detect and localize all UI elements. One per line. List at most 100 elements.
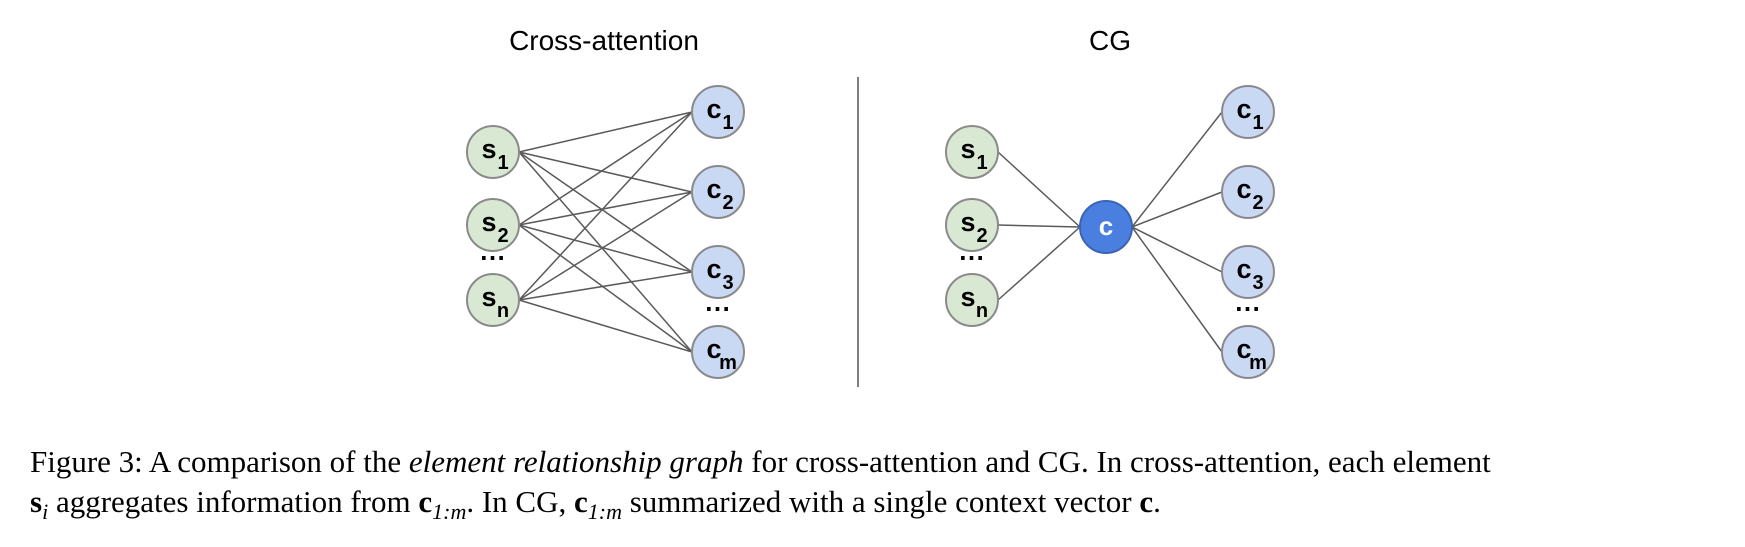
central-context-node-circle: [1079, 200, 1133, 254]
right-source-node-2-label: s: [960, 207, 975, 237]
caption-line-1: Figure 3: A comparison of the element re…: [30, 442, 1730, 482]
left-source-node-2-circle: [466, 198, 520, 252]
caption-math-sub: 1:m: [432, 499, 467, 525]
right-context-node-3-label: c: [1236, 254, 1251, 284]
left-source-node-n-label: s: [481, 282, 496, 312]
edge-s2-center: [997, 224, 1081, 228]
caption-text: . In CG,: [466, 484, 574, 519]
right-context-node-m-label: c: [1236, 334, 1251, 364]
caption-italic-term: element relationship graph: [408, 444, 744, 479]
central-context-node-label: c: [1099, 211, 1113, 241]
edge-s1-c2: [518, 151, 693, 193]
left-context-node-2-label: c: [706, 174, 721, 204]
left-source-node-n-circle: [466, 273, 520, 327]
right-source-node-n-subscript: n: [976, 300, 988, 322]
right-context-node-2-circle: [1221, 165, 1275, 219]
caption-line-2: si aggregates information from c1:m. In …: [30, 482, 1730, 525]
right-context-node-3-circle: [1221, 245, 1275, 299]
left-context-node-2-circle: [691, 165, 745, 219]
central-context-node: c: [1079, 200, 1133, 254]
caption-math-sub: i: [42, 499, 49, 525]
left-source-ellipsis: ⋯: [480, 242, 507, 272]
edge-s1-c1: [518, 111, 693, 153]
edge-s3-center: [997, 226, 1081, 301]
right-source-node-1-subscript: 1: [976, 152, 987, 174]
edge-s3-c4: [518, 299, 693, 353]
left-context-ellipsis: ⋯: [705, 293, 732, 323]
caption-math-c: c: [1139, 484, 1154, 519]
right-context-node-2-label: c: [1236, 174, 1251, 204]
left-context-node-3-circle: [691, 245, 745, 299]
left-context-node-2-subscript: 2: [722, 192, 733, 214]
edge-center-c1: [1131, 111, 1223, 228]
left-context-node-1-circle: [691, 85, 745, 139]
edge-s2-c2: [518, 191, 693, 226]
edge-s2-c4: [518, 224, 693, 353]
right-source-node-1-circle: [945, 125, 999, 179]
figure-caption: Figure 3: A comparison of the element re…: [30, 442, 1730, 525]
caption-math-s: s: [30, 484, 43, 519]
left-context-node-3-label: c: [706, 254, 721, 284]
right-context-node-3-subscript: 3: [1252, 272, 1263, 294]
cg-title: CG: [1089, 25, 1131, 56]
right-source-node-n-label: s: [960, 282, 975, 312]
right-context-node-m-subscript: m: [1249, 352, 1267, 374]
edge-s2-c1: [518, 111, 693, 226]
edge-s1-center: [997, 151, 1081, 228]
edge-s1-c3: [518, 151, 693, 273]
cross-attention-edges: [518, 111, 693, 353]
edge-s3-c2: [518, 191, 693, 301]
left-context-node-m-subscript: m: [719, 352, 737, 374]
right-context-node-m-circle: [1221, 325, 1275, 379]
edge-center-c4: [1131, 226, 1223, 353]
caption-math-sub: 1:m: [587, 499, 622, 525]
caption-text: .: [1153, 484, 1161, 519]
caption-math-c: c: [418, 484, 433, 519]
left-context-node-m: cm: [691, 325, 745, 379]
right-context-node-m: cm: [1221, 325, 1275, 379]
caption-text: Figure 3: A comparison of the: [30, 444, 409, 479]
left-context-node-m-label: c: [706, 334, 721, 364]
left-context-node-3-subscript: 3: [722, 272, 733, 294]
right-source-node-n-circle: [945, 273, 999, 327]
right-context-node-1-label: c: [1236, 94, 1251, 124]
left-context-node-1-subscript: 1: [722, 112, 733, 134]
left-source-node-2-label: s: [481, 207, 496, 237]
right-context-node-1-circle: [1221, 85, 1275, 139]
edge-s3-c3: [518, 271, 693, 301]
right-context-node-1-subscript: 1: [1252, 112, 1263, 134]
left-source-node-n-subscript: n: [497, 300, 509, 322]
caption-text: summarized with a single context vector: [621, 484, 1140, 519]
right-source-node-2-subscript: 2: [976, 225, 987, 247]
left-source-node-1-subscript: 1: [497, 152, 508, 174]
left-source-node-2-subscript: 2: [497, 225, 508, 247]
caption-text: aggregates information from: [48, 484, 419, 519]
left-source-node-1-label: s: [481, 134, 496, 164]
cg-edges: [997, 111, 1223, 353]
edge-s2-c3: [518, 224, 693, 273]
edge-s1-c4: [518, 151, 693, 353]
edge-center-c3: [1131, 226, 1223, 273]
caption-text: for cross-attention and CG. In cross-att…: [743, 444, 1491, 479]
right-source-node-1-label: s: [960, 134, 975, 164]
left-context-node-m-circle: [691, 325, 745, 379]
right-source-node-2-circle: [945, 198, 999, 252]
caption-math-c: c: [573, 484, 588, 519]
right-source-ellipsis: ⋯: [959, 242, 986, 272]
edge-s3-c1: [518, 111, 693, 301]
right-context-node-2-subscript: 2: [1252, 192, 1263, 214]
